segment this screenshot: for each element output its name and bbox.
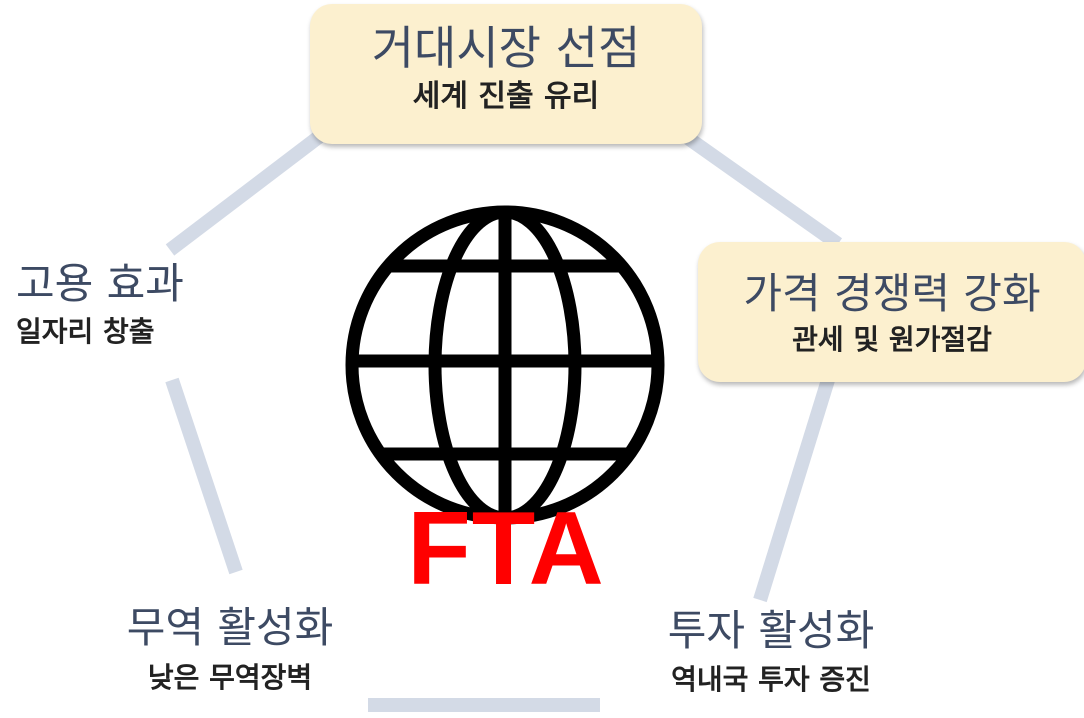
node-subtitle: 일자리 창출 xyxy=(16,315,155,348)
node-title: 거대시장 선점 xyxy=(371,21,641,75)
node-employment-effect: 고용 효과 일자리 창출 xyxy=(6,256,236,376)
fta-label: FTA xyxy=(407,491,605,607)
node-trade-activation: 무역 활성화 낮은 무역장벽 xyxy=(80,600,380,716)
node-title: 투자 활성화 xyxy=(667,606,875,655)
node-subtitle: 세계 진출 유리 xyxy=(412,79,600,114)
connector-right-bottom xyxy=(753,377,835,603)
node-investment-activation: 투자 활성화 역내국 투자 증진 xyxy=(606,604,936,716)
connector-left-bottom xyxy=(165,377,243,575)
node-price-competitiveness: 가격 경쟁력 강화 관세 및 원가절감 xyxy=(698,242,1084,382)
node-title: 무역 활성화 xyxy=(126,603,334,652)
globe-icon xyxy=(345,205,665,525)
node-title: 고용 효과 xyxy=(16,259,184,308)
node-subtitle: 낮은 무역장벽 xyxy=(147,661,313,694)
connector-top-left xyxy=(165,130,325,256)
node-subtitle: 관세 및 원가절감 xyxy=(792,323,992,356)
node-subtitle: 역내국 투자 증진 xyxy=(671,663,871,696)
node-market-preemption: 거대시장 선점 세계 진출 유리 xyxy=(310,4,702,144)
node-title: 가격 경쟁력 강화 xyxy=(743,269,1041,318)
connector-top-right xyxy=(683,132,843,250)
